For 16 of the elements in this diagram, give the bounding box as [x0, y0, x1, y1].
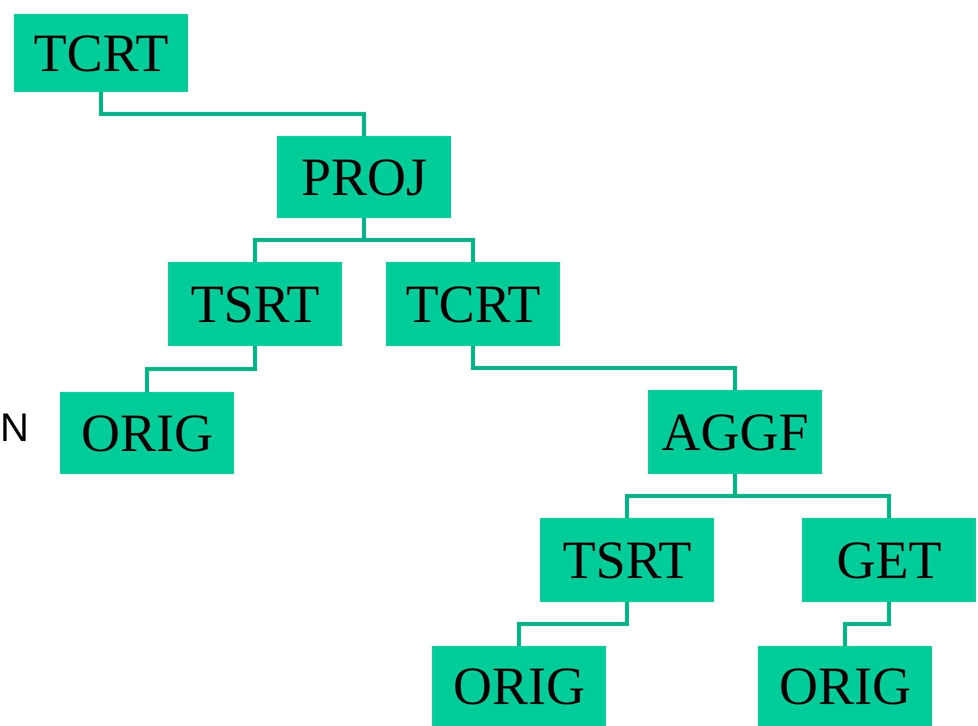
process-box: TCRT	[14, 14, 188, 92]
connector-line	[145, 346, 257, 392]
process-box: AGGF	[648, 390, 822, 474]
process-box: PROJ	[277, 136, 451, 218]
process-box: ORIG	[432, 646, 606, 726]
connector-line	[471, 346, 737, 390]
connector-line	[843, 602, 891, 646]
process-box: ORIG	[60, 392, 234, 474]
process-box: ORIG	[758, 646, 932, 726]
connector-line	[517, 602, 629, 646]
process-box: GET	[802, 518, 976, 602]
process-box: TSRT	[540, 518, 714, 602]
connector-line	[99, 92, 366, 136]
side-label: N	[0, 408, 29, 448]
process-box: TSRT	[168, 262, 342, 346]
process-box: TCRT	[386, 262, 560, 346]
